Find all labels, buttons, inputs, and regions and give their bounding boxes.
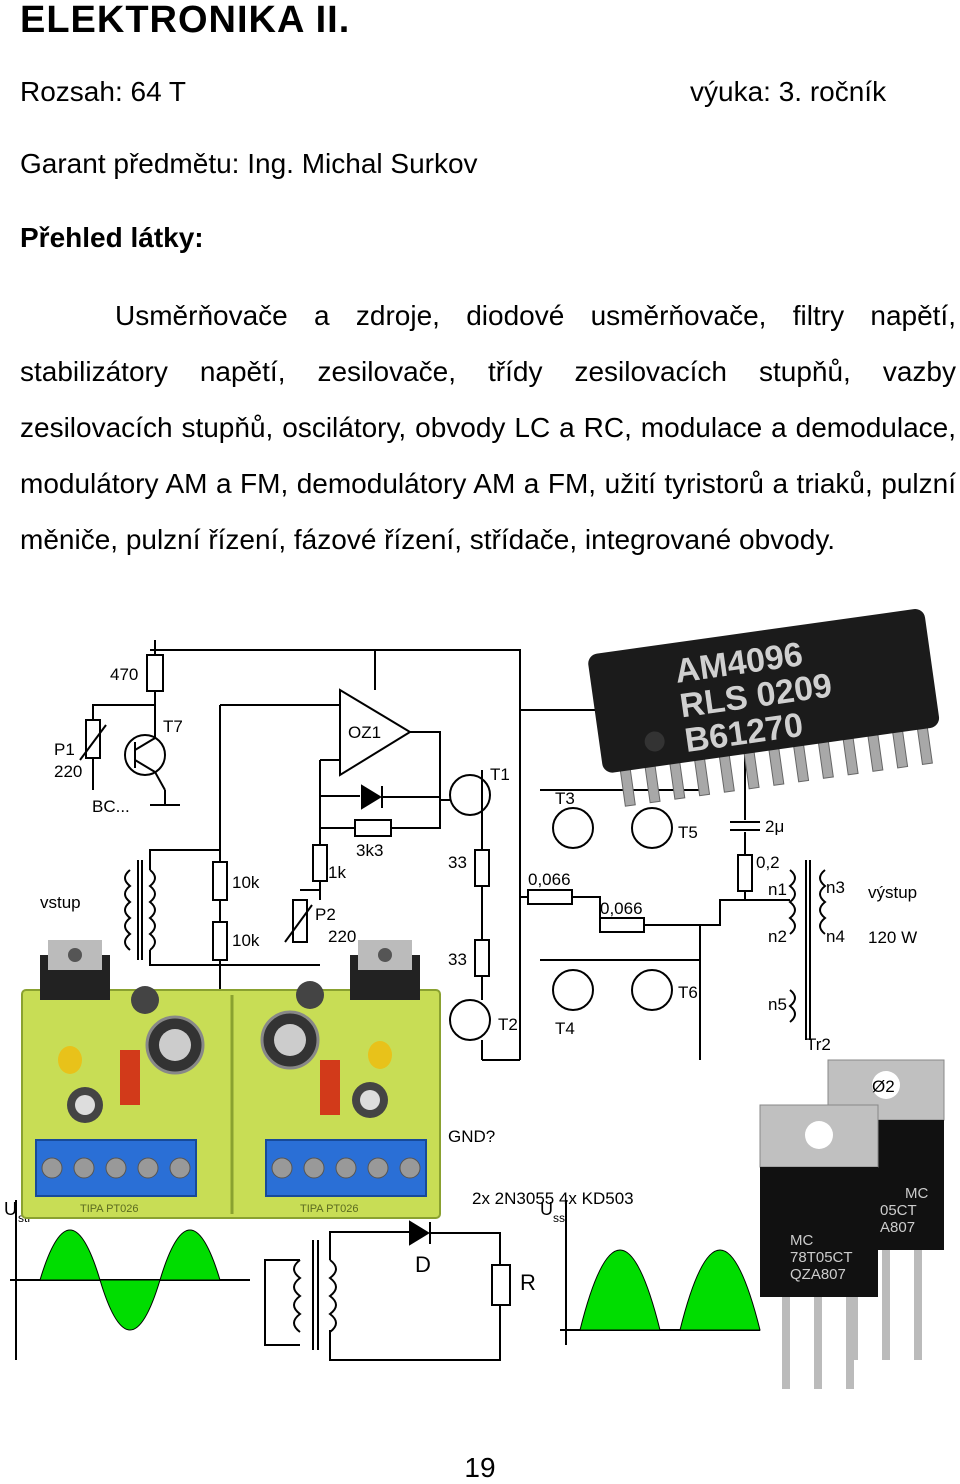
label-input: vstup: [40, 893, 81, 912]
label-gnd: GND?: [448, 1127, 495, 1146]
label-t4: T4: [555, 1019, 575, 1038]
label-t2: T2: [498, 1015, 518, 1034]
label-diode: D: [415, 1252, 431, 1277]
schematic-labels: 470 T7 P1 220 BC... OZ1 T1 T3 T5 T2 T4 T…: [40, 665, 917, 1208]
label-t7: T7: [163, 717, 183, 736]
label-n2: n2: [768, 927, 787, 946]
label-r02: 0,2: [756, 853, 780, 872]
label-p1-value: 220: [54, 762, 82, 781]
label-r10k-2: 10k: [232, 931, 260, 950]
label-r1k: 1k: [328, 863, 346, 882]
svg-text:U: U: [4, 1199, 17, 1219]
label-power: 120 W: [868, 928, 917, 947]
course-year: výuka: 3. ročník: [690, 76, 887, 107]
course-guarantor: Garant předmětu: Ing. Michal Surkov: [20, 148, 478, 179]
label-n1: n1: [768, 880, 787, 899]
label-p1: P1: [54, 740, 75, 759]
document-title: ELEKTRONIKA II.: [20, 0, 351, 41]
label-r33-b: 33: [448, 950, 467, 969]
course-scope: Rozsah: 64 T: [20, 76, 187, 107]
label-n4: n4: [826, 927, 845, 946]
pcb-module-photo: TIPA PT026 TIPA PT026: [21, 940, 441, 1219]
label-t3: T3: [555, 789, 575, 808]
regulator-a-marking-1: MC: [790, 1232, 813, 1249]
label-p2-value: 220: [328, 927, 356, 946]
label-t5: T5: [678, 823, 698, 842]
label-output: výstup: [868, 883, 917, 902]
label-r066-a: 0,066: [528, 870, 571, 889]
label-r470: 470: [110, 665, 138, 684]
label-r33-a: 33: [448, 853, 467, 872]
regulator-b-marking-2: 05CT: [880, 1202, 917, 1219]
regulator-b-marking-4: Ø2: [872, 1077, 895, 1096]
label-resistor: R: [520, 1270, 536, 1295]
label-c2: 2μ: [765, 817, 784, 836]
label-bc: BC...: [92, 797, 130, 816]
overview-heading: Přehled látky:: [20, 222, 204, 253]
regulator-a-marking-3: QZA807: [790, 1266, 846, 1283]
regulator-b-marking-3: A807: [880, 1219, 915, 1236]
label-r066-b: 0,066: [600, 899, 643, 918]
label-r10k-1: 10k: [232, 873, 260, 892]
regulator-a-marking-2: 78T05CT: [790, 1249, 853, 1266]
overview-paragraph: Usměrňovače a zdroje, diodové usměrňovač…: [20, 300, 956, 555]
svg-text:ss: ss: [553, 1211, 565, 1225]
voltage-regulator-photo: Ø2 MC 05CT A807 MC 78T05CT QZA807: [759, 1059, 945, 1389]
label-n5: n5: [768, 995, 787, 1014]
label-parts: 2x 2N3055 4x KD503: [472, 1189, 634, 1208]
ic-chip-photo: AM4096 RLS 0209 B61270: [588, 609, 940, 807]
label-t6: T6: [678, 983, 698, 1002]
label-t1: T1: [490, 765, 510, 784]
rectifier-waveforms: U stř U ss D R: [4, 1199, 761, 1361]
svg-text:U: U: [540, 1199, 553, 1219]
label-tr2: Tr2: [806, 1035, 831, 1054]
illustration-collage: 470 T7 P1 220 BC... OZ1 T1 T3 T5 T2 T4 T…: [4, 609, 945, 1389]
pcb-brand-right: TIPA PT026: [300, 1203, 359, 1215]
label-p2: P2: [315, 905, 336, 924]
label-oz1: OZ1: [348, 723, 381, 742]
label-r3k3: 3k3: [356, 841, 383, 860]
label-n3: n3: [826, 878, 845, 897]
page-number: 19: [464, 1452, 496, 1483]
regulator-b-marking-1: MC: [905, 1185, 928, 1202]
pcb-brand-left: TIPA PT026: [80, 1203, 139, 1215]
